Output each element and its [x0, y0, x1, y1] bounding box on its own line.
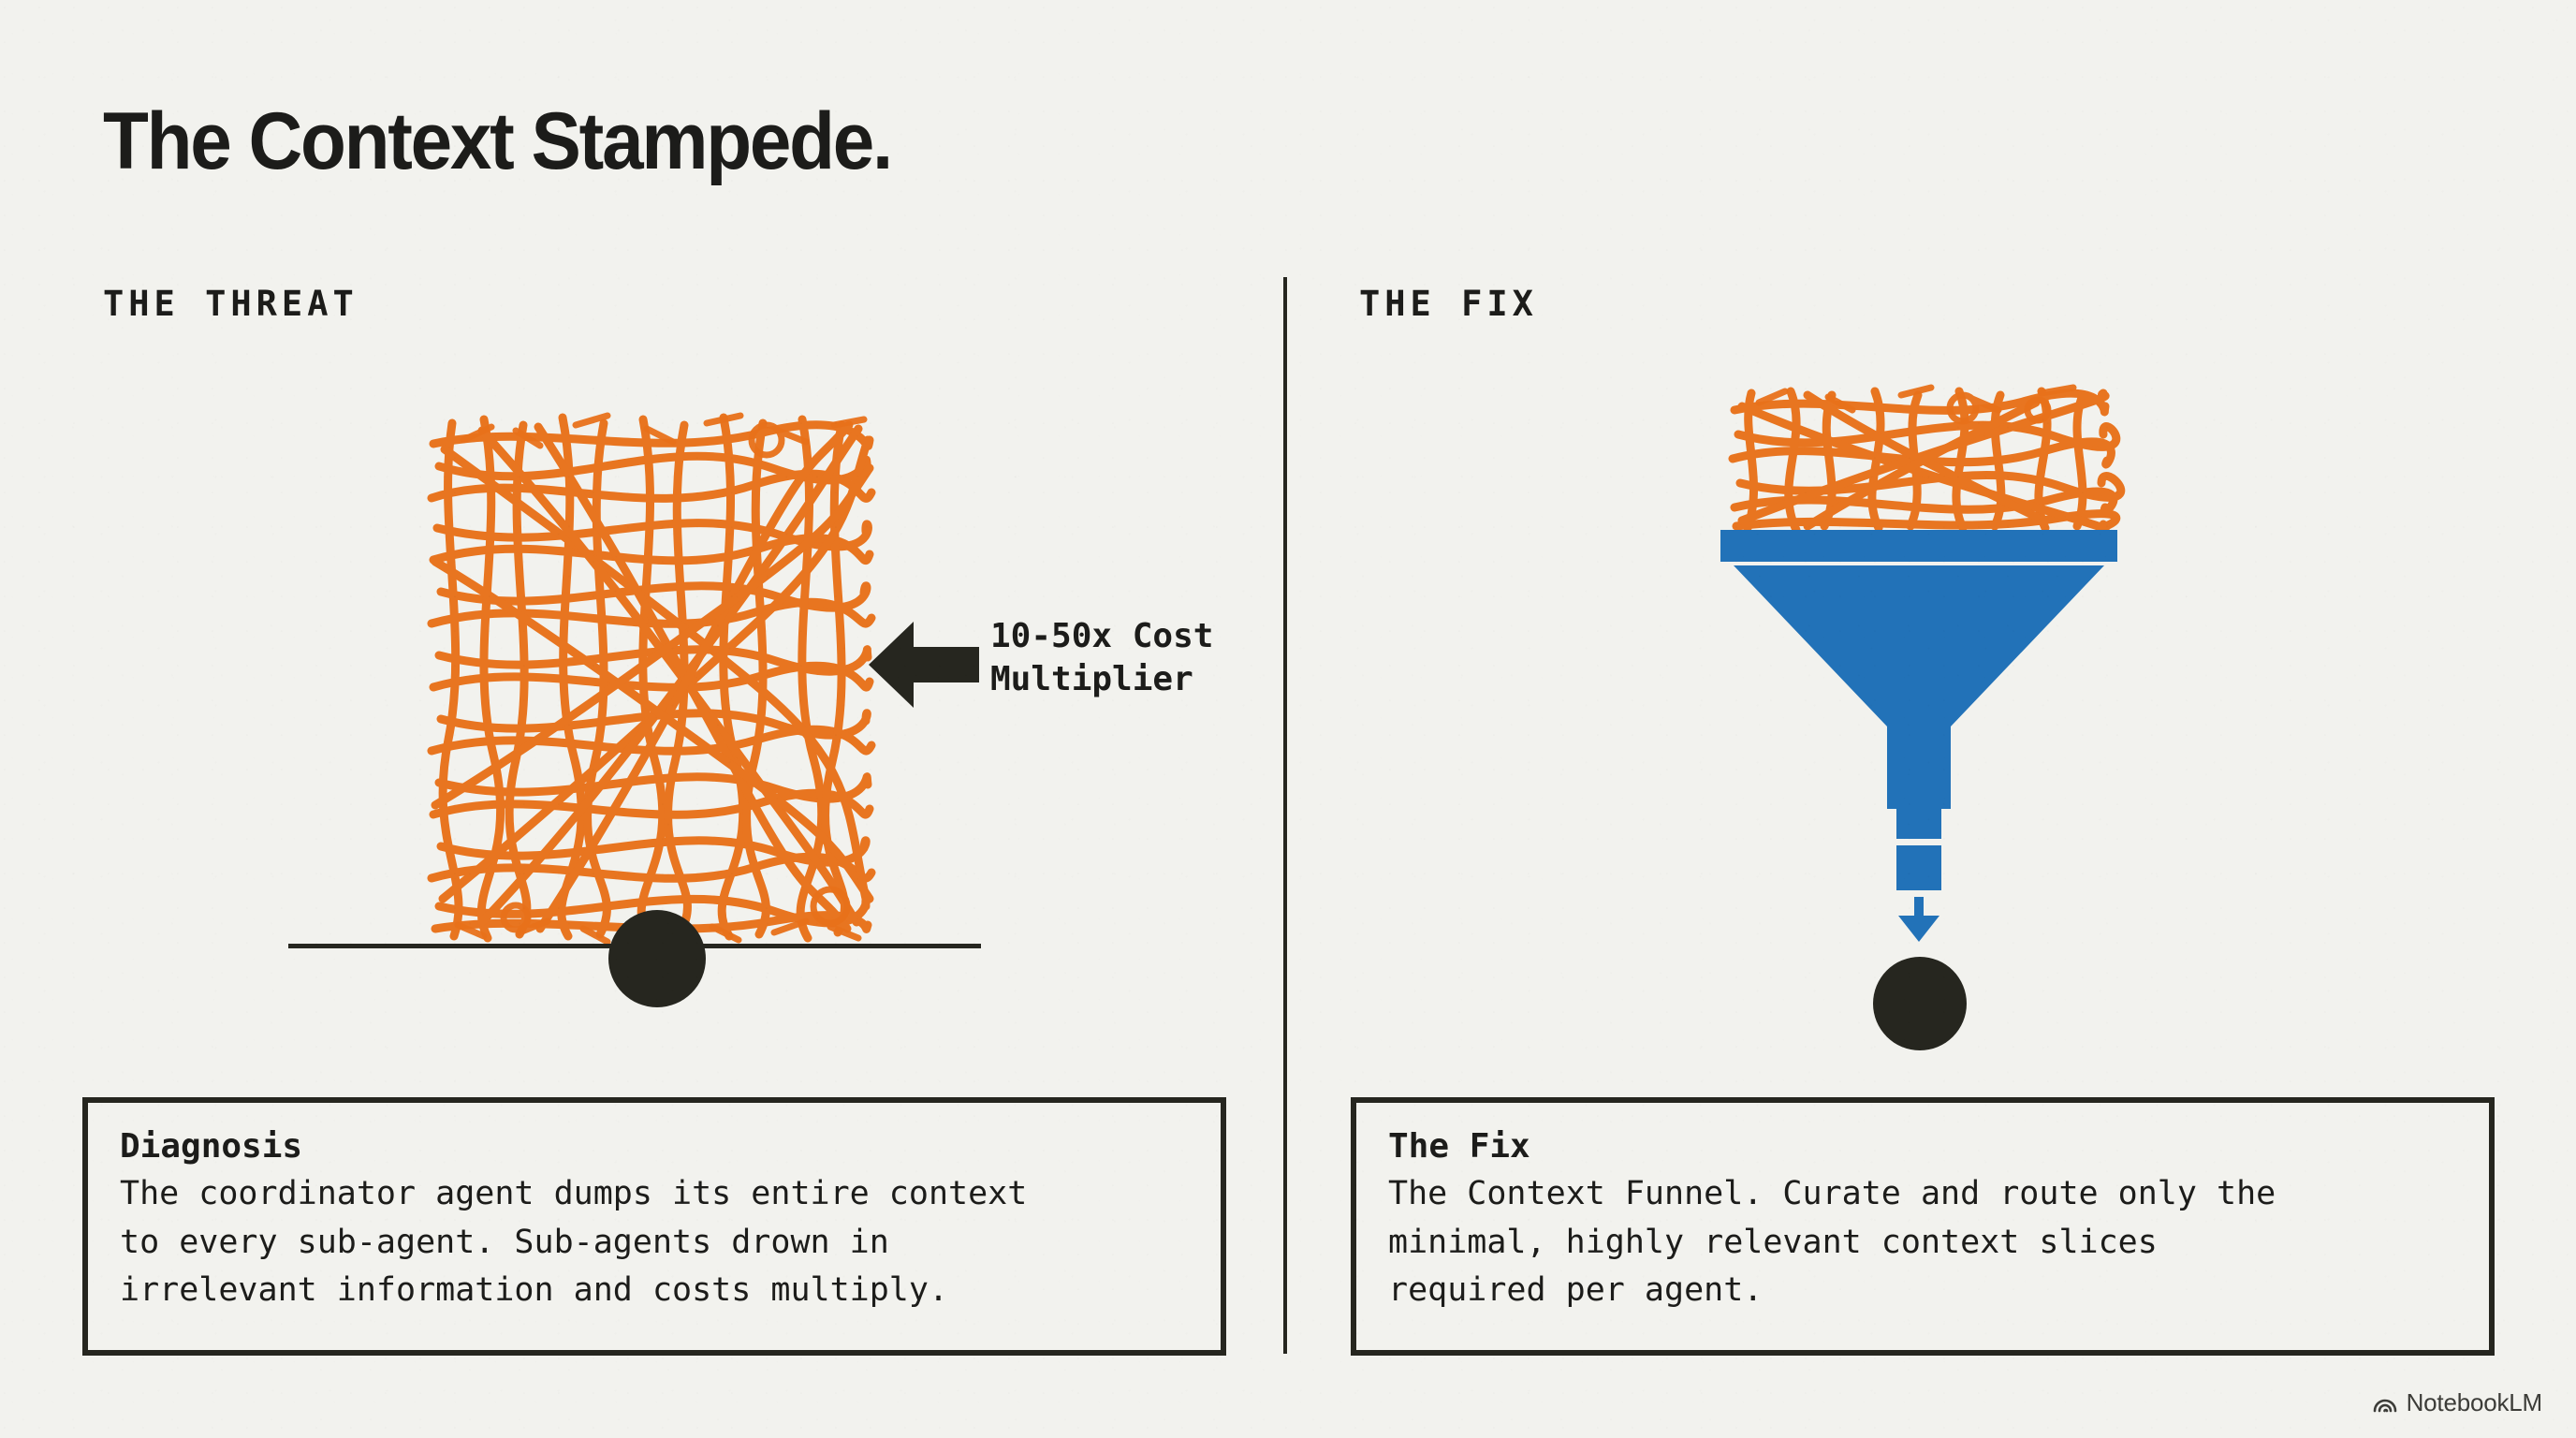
funnel-down-arrow-icon	[1898, 897, 1939, 942]
cost-multiplier-arrow-icon	[869, 622, 979, 708]
funnel-cone	[1734, 565, 2104, 809]
diagnosis-heading: Diagnosis	[120, 1127, 303, 1166]
funnel-input-scribble	[1727, 384, 2126, 536]
column-label-fix: THE FIX	[1359, 284, 1538, 324]
funnel-rim	[1720, 530, 2117, 562]
column-label-threat: THE THREAT	[103, 284, 359, 324]
black-ball-left	[608, 910, 706, 1007]
context-slice-chip-2	[1896, 845, 1941, 890]
fix-heading: The Fix	[1388, 1127, 1530, 1166]
page-title: The Context Stampede.	[103, 96, 893, 186]
cost-multiplier-label: 10-50x Cost Multiplier	[990, 617, 1214, 699]
notebooklm-watermark: NotebookLM	[2373, 1388, 2542, 1417]
column-divider	[1283, 277, 1287, 1354]
diagnosis-body: The coordinator agent dumps its entire c…	[120, 1175, 1028, 1309]
context-scribble-mass	[426, 412, 876, 946]
notebooklm-wordmark: NotebookLM	[2406, 1388, 2543, 1416]
context-slice-chip-1	[1896, 794, 1941, 839]
notebooklm-spiral-icon	[2373, 1390, 2398, 1416]
black-ball-right	[1873, 957, 1967, 1050]
fix-caption-box: The Fix The Context Funnel. Curate and r…	[1351, 1097, 2495, 1356]
diagnosis-caption-box: Diagnosis The coordinator agent dumps it…	[82, 1097, 1226, 1356]
fix-body: The Context Funnel. Curate and route onl…	[1388, 1175, 2276, 1309]
